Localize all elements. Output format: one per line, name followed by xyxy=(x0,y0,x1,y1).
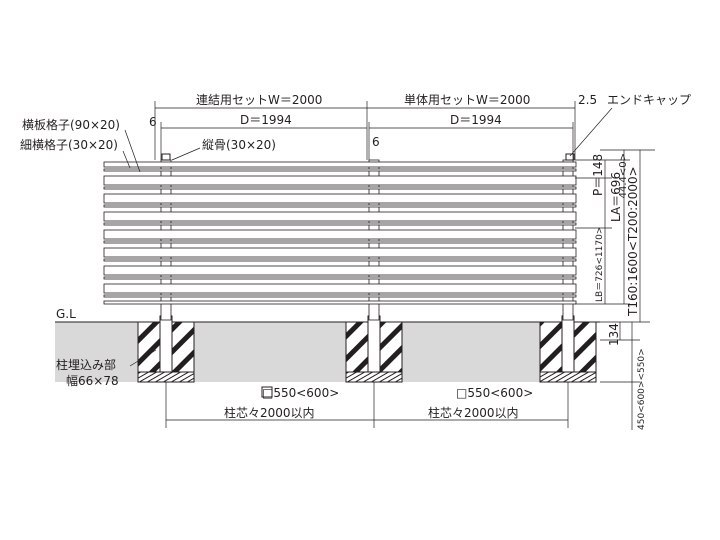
embed-leader xyxy=(129,349,157,367)
fence-slat xyxy=(103,294,577,298)
fence-slats xyxy=(103,153,577,305)
fence-slat xyxy=(103,186,577,190)
offset-mid-label: 6 xyxy=(372,135,380,149)
fence-slat xyxy=(103,276,577,280)
foundation-middle xyxy=(345,315,403,383)
thin-lattice-leader xyxy=(122,150,131,169)
offset-right-label: 2.5 xyxy=(578,93,597,107)
fence-slat xyxy=(103,258,577,262)
posts xyxy=(160,159,574,321)
end-cap-icon xyxy=(565,153,575,161)
footing-left-label: □550<600> xyxy=(262,386,339,400)
thin-lattice-label: 細横格子(30×20) xyxy=(20,137,118,152)
depth-footing-label: 450<600><550> xyxy=(637,348,647,430)
set-connected-label: 連結用セットW＝2000 xyxy=(196,93,322,107)
fence-slat xyxy=(103,211,577,222)
embed-width-label: 幅66×78 xyxy=(66,373,119,388)
depth-left-label: D＝1994 xyxy=(240,113,292,127)
right-dimensions xyxy=(575,149,655,430)
fence-slat xyxy=(103,265,577,276)
fence-slat xyxy=(103,193,577,204)
dim-134-label: 134 xyxy=(607,323,621,346)
la-label: LA＝696 xyxy=(609,172,623,222)
footing-left-box xyxy=(261,386,273,398)
set-single-label: 単体用セットW＝2000 xyxy=(404,93,530,107)
fence-slat xyxy=(103,229,577,240)
top-dim-label: 44.4<0> xyxy=(618,153,629,198)
pitch-left-label: 柱芯々2000以内 xyxy=(224,405,315,420)
ground-line-label: G.L xyxy=(56,307,76,321)
fence-slat xyxy=(103,168,577,172)
fence-slat xyxy=(103,247,577,258)
embed-title-label: 柱埋込み部 xyxy=(56,357,116,372)
horizontal-board-label: 横板格子(90×20) xyxy=(22,117,120,132)
pitch-label: P＝148 xyxy=(591,154,605,196)
fence-slat xyxy=(103,300,577,305)
end-cap-leader xyxy=(569,107,613,157)
horizontal-board-leader xyxy=(124,129,141,173)
vertical-bone-leader xyxy=(171,147,201,161)
foundation-left xyxy=(137,315,195,383)
fence-slat xyxy=(103,222,577,226)
pitch-right-label: 柱芯々2000以内 xyxy=(428,405,519,420)
offset-left-label: 6 xyxy=(149,115,157,129)
fence-slat xyxy=(103,175,577,186)
fence-slat xyxy=(103,161,577,168)
fence-slat xyxy=(103,240,577,244)
end-cap-label: エンドキャップ xyxy=(607,93,691,107)
foundation-right xyxy=(539,315,597,383)
total-height-label: T160:1600<T200:2000> xyxy=(626,166,640,317)
depth-right-label: D＝1994 xyxy=(450,113,502,127)
bottom-dimensions xyxy=(165,382,569,428)
vertical-bone-label: 縦骨(30×20) xyxy=(202,138,276,152)
ground-area xyxy=(55,322,595,382)
footing-right-label: □550<600> xyxy=(456,386,533,400)
fence-slat xyxy=(103,283,577,294)
fence-slat xyxy=(103,204,577,208)
lb-label: LB＝726<1170> xyxy=(595,227,605,302)
post-cap-icon xyxy=(161,153,171,161)
